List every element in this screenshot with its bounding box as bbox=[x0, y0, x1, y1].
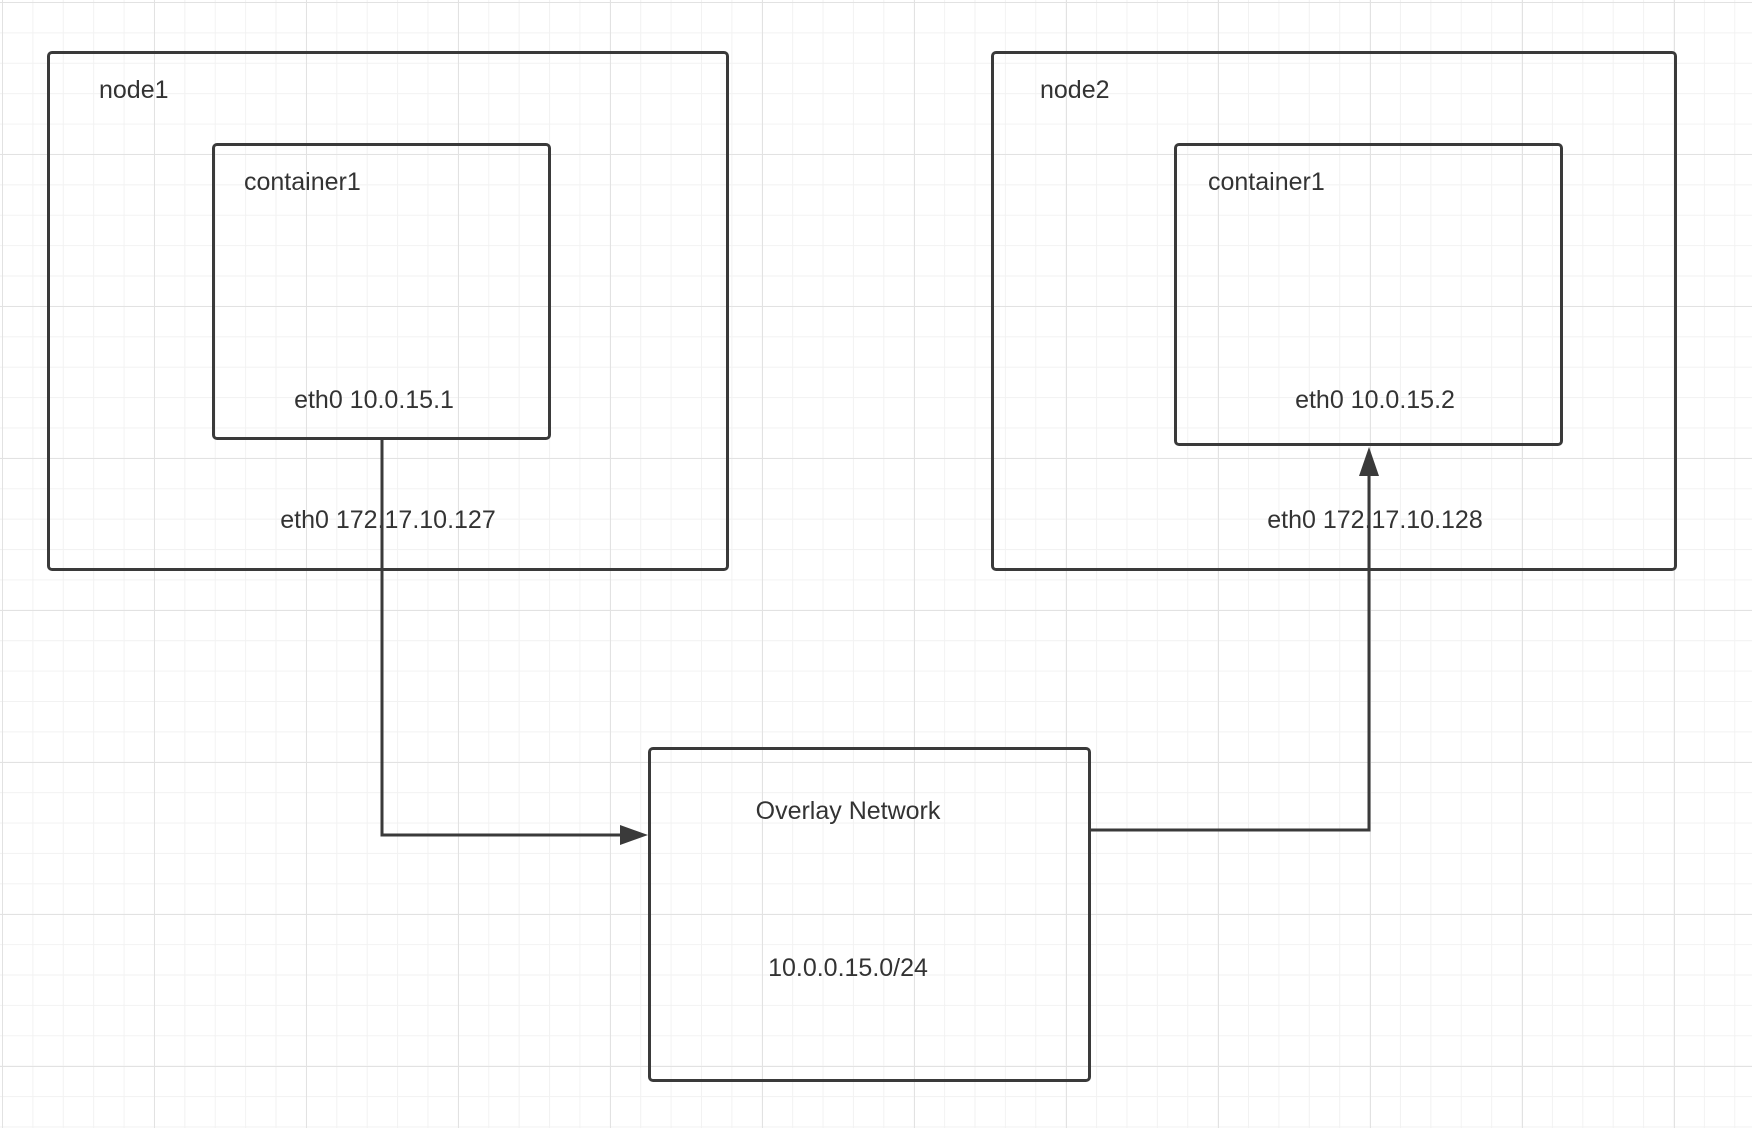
node2-label: node2 bbox=[1040, 76, 1110, 104]
arrowhead-into-overlay bbox=[620, 825, 648, 845]
node2-host-iface: eth0 172.17.10.128 bbox=[1267, 506, 1483, 534]
node1-container-iface: eth0 10.0.15.1 bbox=[294, 386, 454, 414]
overlay-network-label: Overlay Network bbox=[755, 797, 941, 825]
overlay-subnet-label: 10.0.0.15.0/24 bbox=[768, 954, 928, 982]
node2-container-label: container1 bbox=[1208, 168, 1325, 196]
node2-container-iface: eth0 10.0.15.2 bbox=[1295, 386, 1455, 414]
node1-container-box[interactable] bbox=[212, 143, 551, 440]
overlay-network-box[interactable] bbox=[648, 747, 1091, 1082]
node1-container-label: container1 bbox=[244, 168, 361, 196]
node1-host-iface: eth0 172.17.10.127 bbox=[280, 506, 496, 534]
node2-container-box[interactable] bbox=[1174, 143, 1563, 446]
node1-label: node1 bbox=[99, 76, 169, 104]
